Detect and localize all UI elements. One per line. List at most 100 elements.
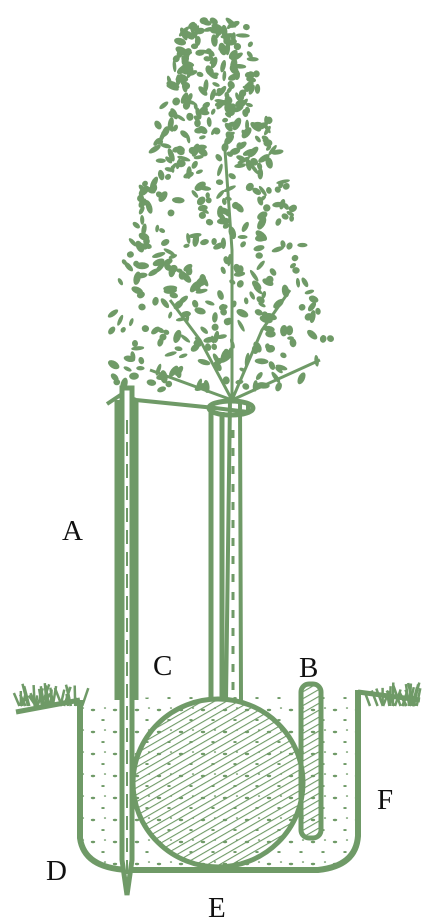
- leaf: [191, 299, 200, 309]
- leaf: [216, 289, 225, 301]
- leaf: [174, 346, 183, 352]
- leaf: [249, 269, 260, 283]
- leaf: [172, 197, 185, 204]
- leaf: [298, 303, 307, 312]
- leaf: [212, 81, 221, 88]
- leaf: [166, 208, 176, 218]
- leaf: [309, 310, 317, 324]
- leaf: [274, 217, 282, 227]
- leaf: [140, 215, 145, 225]
- leaf: [219, 59, 227, 72]
- leaf: [297, 243, 307, 247]
- leaf: [195, 169, 203, 175]
- leaf: [135, 262, 149, 269]
- leaf: [106, 358, 121, 371]
- leaf: [304, 289, 315, 296]
- leaf: [280, 325, 288, 337]
- leaf: [220, 266, 227, 275]
- leaf: [285, 241, 294, 250]
- leaf: [155, 224, 160, 232]
- leaf: [123, 365, 133, 372]
- leaf: [300, 276, 310, 288]
- leaf: [164, 173, 172, 181]
- leaf: [289, 215, 294, 222]
- leaf: [163, 247, 176, 257]
- leaf: [171, 96, 181, 107]
- leaf: [239, 240, 247, 248]
- leaf: [167, 311, 173, 319]
- leaf: [254, 135, 262, 144]
- leaf: [132, 340, 138, 347]
- leaf: [268, 267, 277, 277]
- leaf: [205, 218, 214, 227]
- drain-pipe-b: [301, 684, 321, 838]
- leaf: [238, 235, 248, 239]
- leaf: [199, 135, 207, 141]
- leaf: [210, 322, 220, 332]
- label-d: D: [46, 857, 67, 886]
- leaf: [131, 346, 144, 351]
- leaf: [160, 238, 171, 248]
- leaf: [224, 318, 230, 325]
- leaf: [291, 254, 300, 263]
- leaf: [199, 238, 209, 246]
- leaf: [265, 186, 272, 194]
- leaf: [279, 351, 287, 359]
- grass-blade: [67, 694, 68, 706]
- leaf: [204, 299, 215, 306]
- label-e: E: [208, 894, 226, 923]
- grass-blade: [75, 698, 76, 706]
- leaf: [255, 84, 261, 94]
- leaf: [190, 160, 199, 170]
- label-b: B: [299, 654, 318, 683]
- leaf: [128, 318, 134, 327]
- leaf: [129, 372, 139, 380]
- tree-trunk: [226, 400, 241, 700]
- leaf: [216, 179, 224, 185]
- leaf: [146, 379, 157, 387]
- leaf: [158, 100, 170, 110]
- label-f: F: [377, 786, 393, 815]
- leaf: [243, 297, 248, 305]
- leaf: [107, 308, 120, 319]
- leaf: [296, 371, 307, 385]
- leaf: [212, 312, 219, 323]
- leaf: [222, 117, 229, 123]
- leaf: [156, 158, 166, 163]
- leaf: [119, 326, 126, 334]
- leaf: [326, 334, 336, 344]
- leaf: [267, 360, 276, 371]
- leaf: [206, 117, 212, 127]
- leaf: [240, 221, 250, 233]
- leaf: [136, 366, 144, 371]
- leaf: [247, 57, 259, 62]
- leaf: [152, 296, 160, 306]
- leaf: [178, 352, 188, 359]
- leaf: [255, 259, 266, 271]
- leaf: [185, 233, 191, 244]
- leaf: [236, 33, 250, 38]
- grass-blade: [36, 695, 37, 706]
- leaf: [223, 184, 237, 193]
- leaf: [236, 279, 246, 289]
- leaf: [131, 221, 141, 230]
- leaf: [157, 169, 165, 181]
- label-a: A: [62, 517, 83, 546]
- leaf: [107, 325, 117, 336]
- leaf: [263, 204, 271, 212]
- leaf: [116, 314, 124, 326]
- leaf: [210, 108, 216, 116]
- leaf: [151, 251, 166, 259]
- leaf: [126, 251, 134, 258]
- leaf: [179, 333, 191, 344]
- leaf: [138, 303, 146, 311]
- leaf: [211, 343, 218, 351]
- leaf: [315, 307, 322, 315]
- leaf: [255, 252, 263, 259]
- leaf: [199, 325, 209, 335]
- grass-blade: [14, 693, 20, 706]
- leaf: [227, 172, 237, 181]
- leaf: [305, 328, 319, 341]
